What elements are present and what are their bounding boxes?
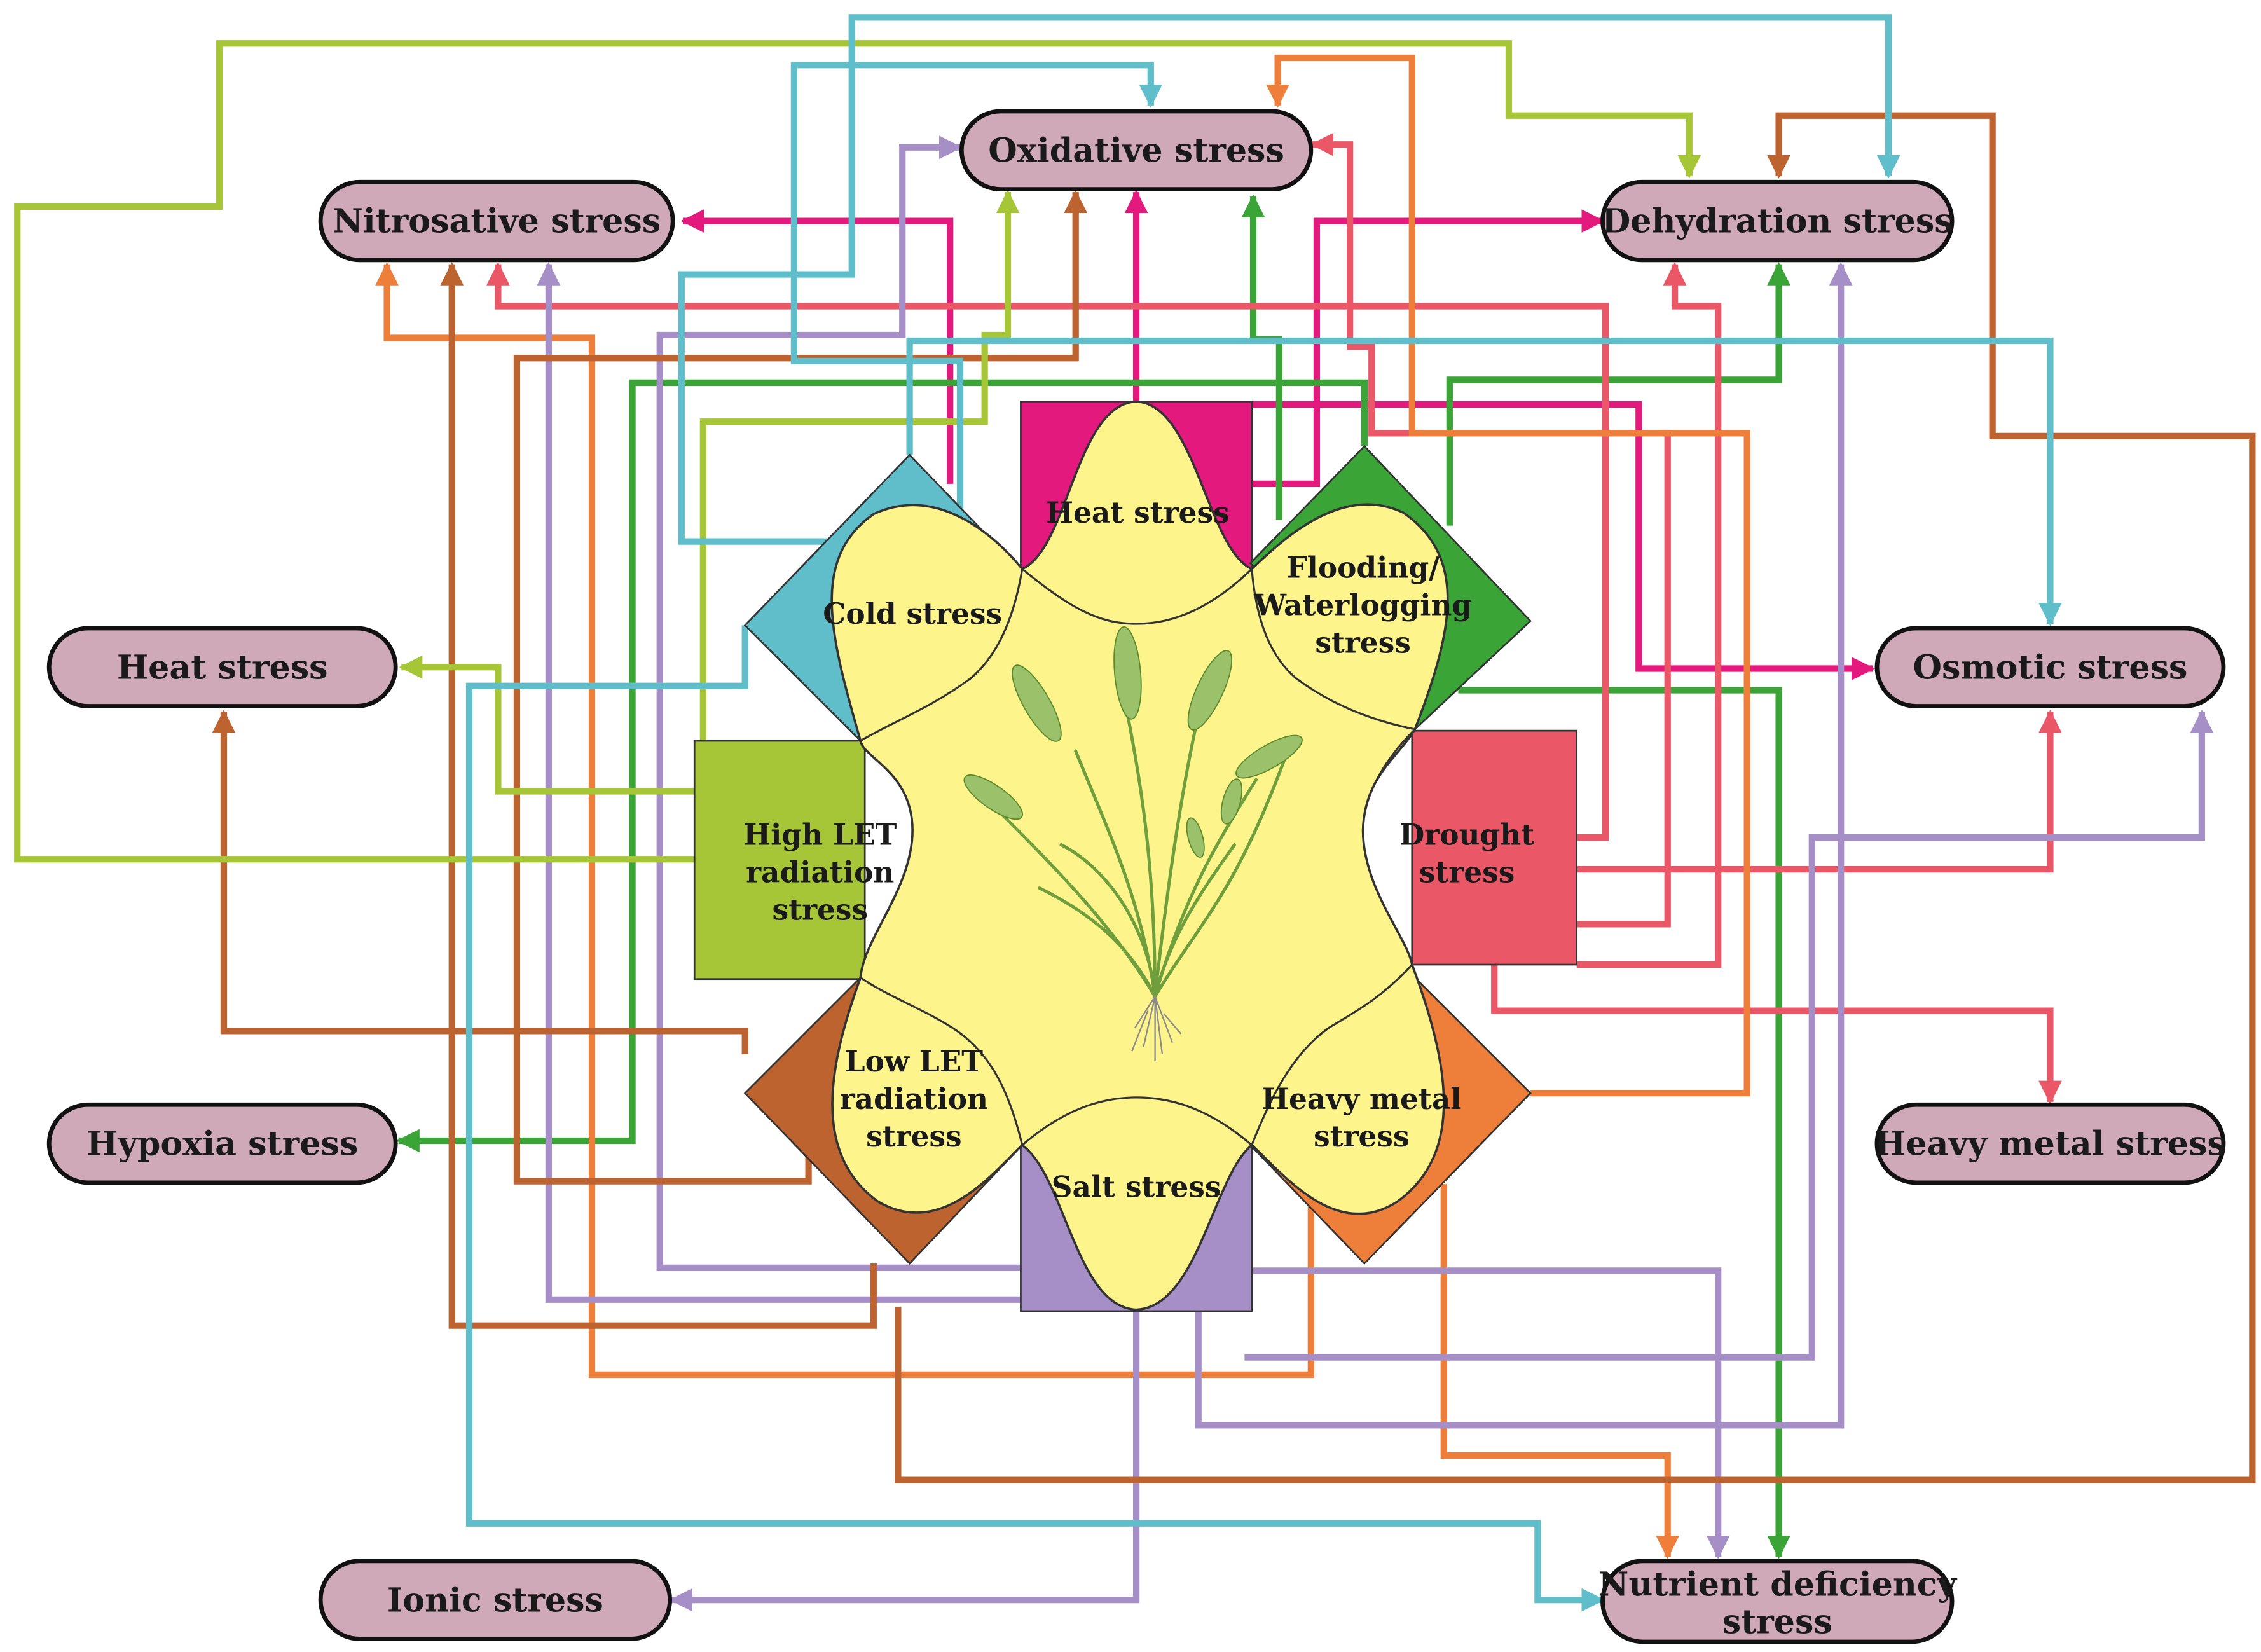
cold-arrow (906, 337, 2062, 626)
low-let-arrow (440, 261, 877, 1329)
cold-arrow (790, 62, 1163, 509)
oxidative-outcome-pill: Oxidative stress (959, 109, 1314, 192)
high-let-arrow (399, 655, 695, 795)
high-let-square (693, 740, 866, 981)
connector-arrows (14, 14, 2256, 1612)
salt-arrow (1244, 709, 2214, 1361)
salt-arrow (669, 1311, 1140, 1612)
high-let-arrow (699, 189, 1020, 741)
drought-arrow (1576, 261, 1722, 968)
salt-center-label: Salt stress (1052, 1170, 1221, 1204)
ionic-outcome-pill: Ionic stress (318, 1559, 673, 1641)
dehydration-outcome-pill: Dehydration stress (1600, 179, 1955, 263)
petal-boundaries (860, 568, 1416, 1146)
drought-square (1411, 729, 1578, 966)
heavy-metal-arrow (1266, 54, 1750, 1097)
heat-outcome-label: Heat stress (117, 648, 328, 687)
cold-arrow (678, 14, 1900, 545)
osmotic-outcome-label: Osmotic stress (1913, 648, 2187, 687)
low-let-arrow (212, 709, 748, 1054)
nitrosative-outcome-pill: Nitrosative stress (318, 179, 675, 263)
heat-arrow (1251, 209, 1605, 487)
flooding-arrow (1458, 687, 1790, 1559)
flooding-arrow (1446, 261, 1790, 526)
cold-center-label: Cold stress (823, 596, 1002, 631)
heat-center-label: Heat stress (1046, 495, 1229, 530)
low-let-arrow (513, 189, 1088, 1185)
heavy-metal-arrow (1440, 1184, 1680, 1559)
flooding-arrow (396, 379, 1368, 1153)
nitrosative-outcome-label: Nitrosative stress (333, 202, 661, 241)
wheat-plant-icon (963, 626, 1303, 1062)
salt-arrow (1253, 1267, 1730, 1559)
low-let-arrow (895, 112, 2256, 1483)
ionic-outcome-label: Ionic stress (387, 1581, 603, 1620)
osmotic-outcome-pill: Osmotic stress (1874, 626, 2226, 708)
cold-arrow (465, 625, 1605, 1612)
drought-arrow (1491, 964, 2062, 1105)
salt-arrow (537, 261, 1021, 1303)
oxidative-outcome-label: Oxidative stress (988, 131, 1284, 170)
hypoxia-outcome-label: Hypoxia stress (86, 1125, 358, 1164)
heavy-metal-outcome-pill: Heavy metal stress (1874, 1102, 2226, 1185)
heat-outcome-pill: Heat stress (46, 626, 398, 708)
hypoxia-outcome-pill: Hypoxia stress (46, 1102, 398, 1185)
heat-arrow (680, 209, 954, 484)
flooding-arrow (1241, 194, 1282, 520)
outcome-pills: Nitrosative stress Oxidative stressDehydr… (46, 109, 2226, 1644)
dehydration-outcome-label: Dehydration stress (1602, 202, 1953, 241)
drought-arrow (1576, 709, 2062, 873)
drought-arrow (486, 261, 1609, 841)
drought-arrow (1310, 132, 1671, 928)
high-let-arrow (14, 40, 1701, 863)
salt-arrow (656, 135, 1021, 1271)
heat-arrow (1251, 401, 1875, 680)
heavy-metal-outcome-label: Heavy metal stress (1874, 1125, 2226, 1164)
